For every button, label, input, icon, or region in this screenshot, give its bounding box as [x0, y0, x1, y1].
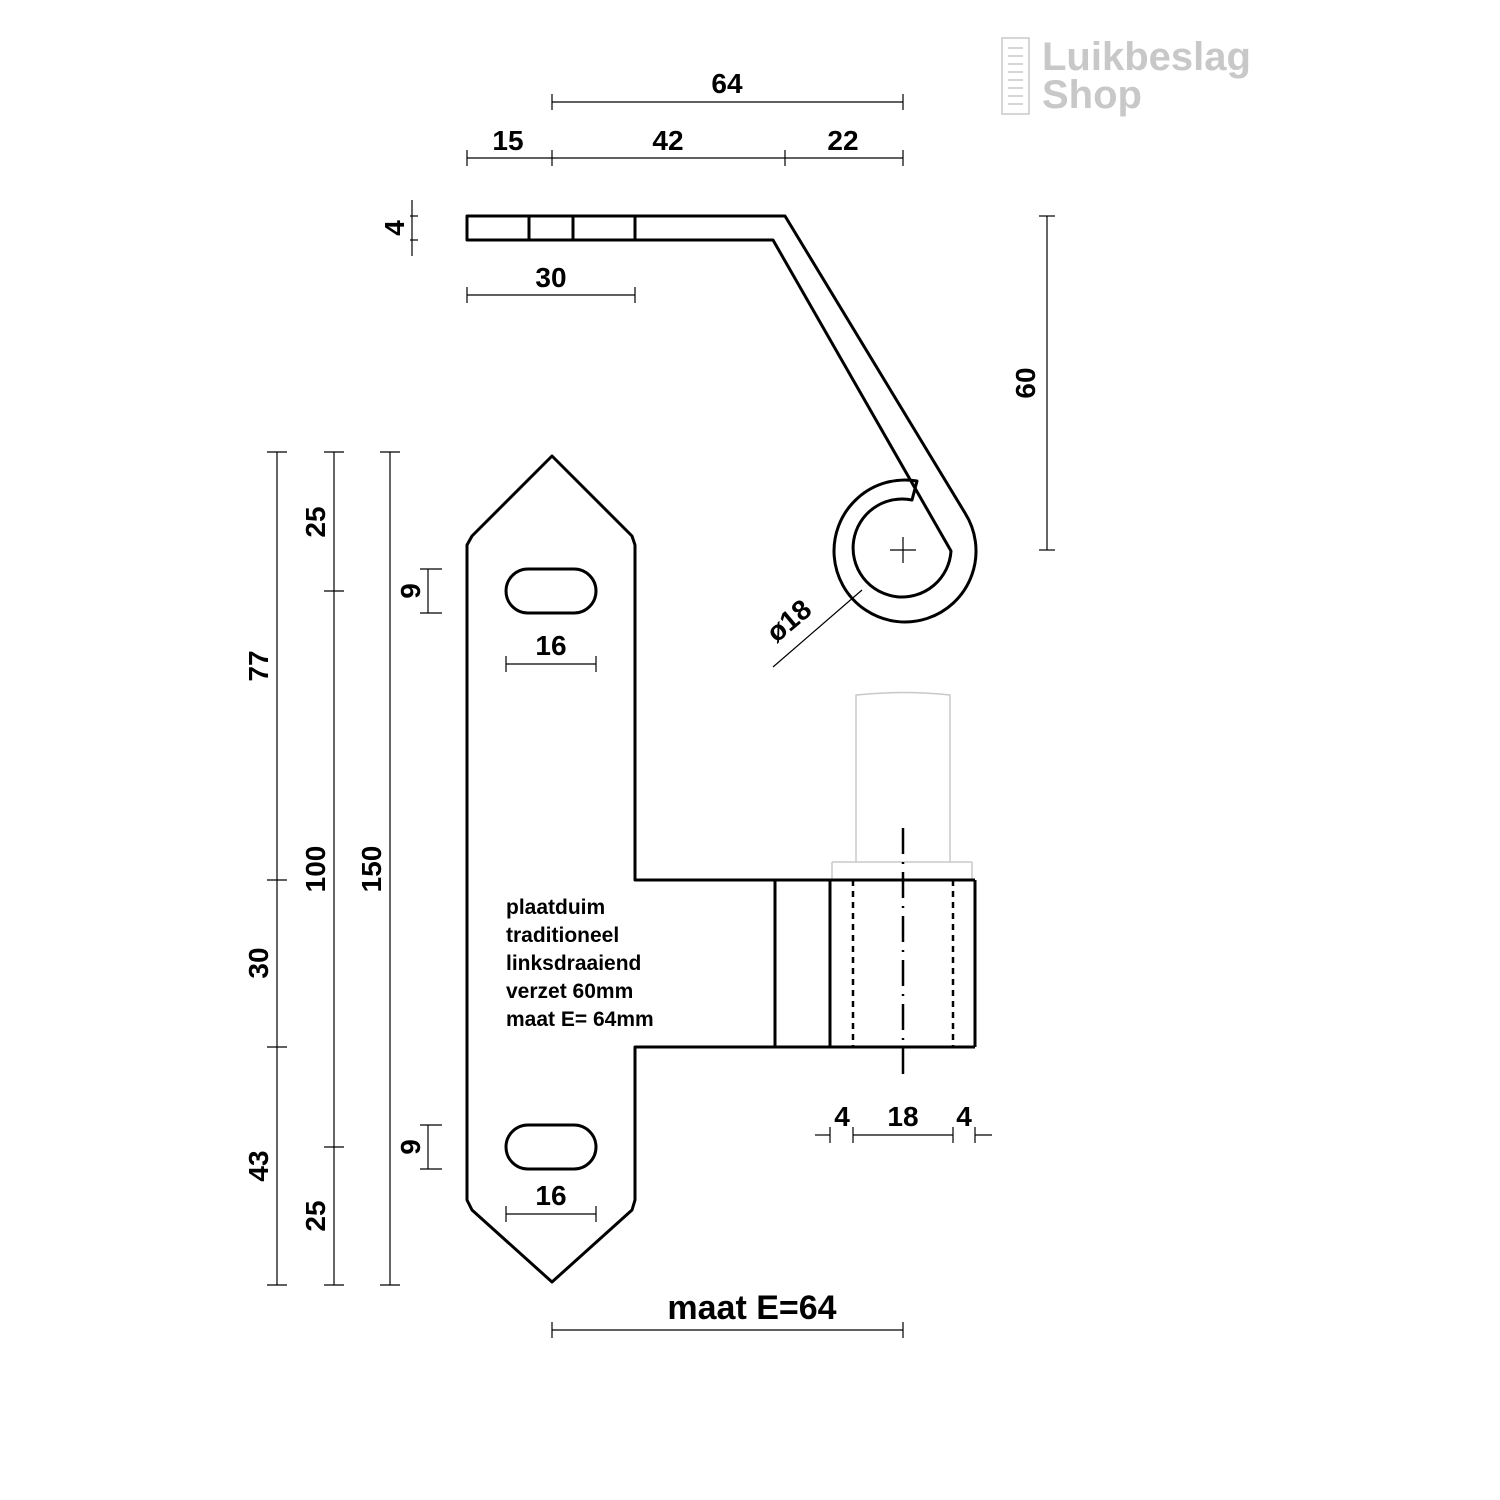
- dim-left-30: 30: [243, 947, 274, 978]
- plate-profile: [465, 214, 978, 624]
- dim-mid-25-top: 25: [300, 506, 331, 537]
- pin-ghost: [855, 691, 951, 862]
- note-line4: verzet 60mm: [506, 980, 633, 1003]
- slot-bottom: [504, 1123, 598, 1171]
- dim-pin-wall-left: 4: [834, 1101, 850, 1132]
- dim-mid-42: 42: [652, 125, 683, 156]
- dim-thickness-4: 4: [379, 220, 410, 236]
- front-view: plaatduim traditioneel linksdraaiend ver…: [243, 451, 992, 1338]
- dim-mid-25-bottom: 25: [300, 1200, 331, 1231]
- dim-mid-100: 100: [300, 846, 331, 893]
- dim-slot-width-top: 16: [535, 630, 566, 661]
- logo-line2: Shop: [1042, 73, 1142, 117]
- dim-total-150: 150: [356, 846, 387, 893]
- slot-top: [504, 567, 598, 615]
- dim-total-64: 64: [711, 68, 743, 99]
- plate-outline: [465, 454, 777, 1284]
- logo-icon: [1001, 37, 1030, 115]
- top-view: 64 15 42 22 4 30 60 ø18: [379, 68, 1055, 668]
- dim-30: 30: [535, 262, 566, 293]
- note-line1: plaatduim: [506, 896, 605, 919]
- dim-pin-wall-right: 4: [956, 1101, 972, 1132]
- dim-left-77: 77: [243, 650, 274, 681]
- luikbeslag-logo: Luikbeslag Shop: [1001, 35, 1251, 117]
- dim-diameter-18: ø18: [760, 593, 817, 648]
- dim-slot-height-top: 9: [395, 583, 426, 599]
- size-label: maat E=64: [667, 1289, 836, 1327]
- dim-right-22: 22: [827, 125, 858, 156]
- logo-line1: Luikbeslag: [1042, 35, 1251, 79]
- dim-left-43: 43: [243, 1150, 274, 1181]
- dim-slot-height-bottom: 9: [395, 1139, 426, 1155]
- dim-left-15: 15: [492, 125, 523, 156]
- dim-offset-60: 60: [1010, 367, 1041, 398]
- note-line2: traditioneel: [506, 924, 619, 947]
- note-line5: maat E= 64mm: [506, 1008, 654, 1031]
- dim-pin-bore: 18: [887, 1101, 918, 1132]
- note-line3: linksdraaiend: [506, 952, 641, 975]
- dim-slot-width-bottom: 16: [535, 1180, 566, 1211]
